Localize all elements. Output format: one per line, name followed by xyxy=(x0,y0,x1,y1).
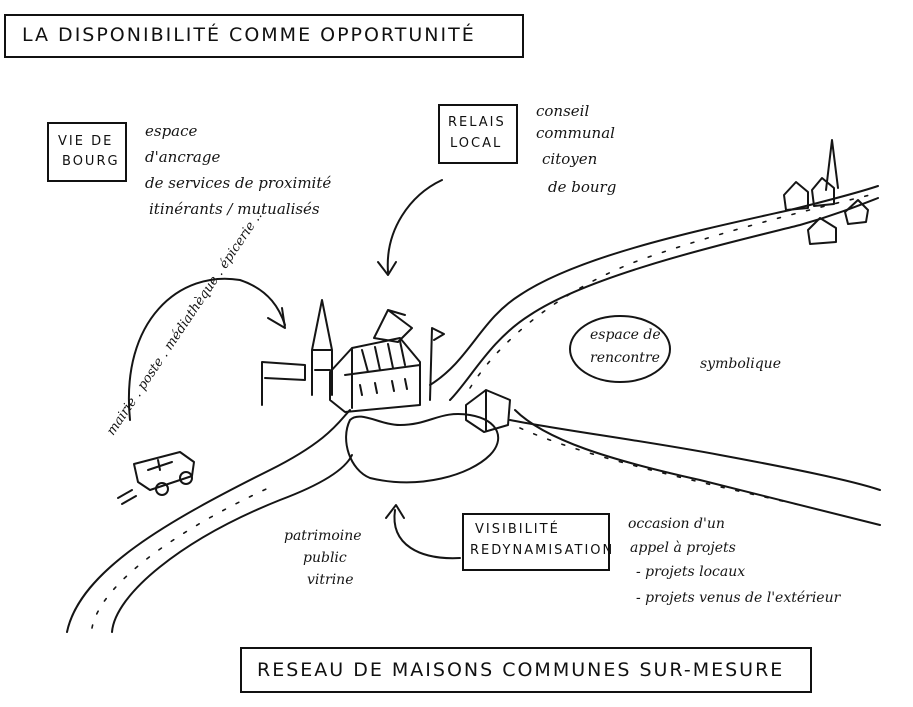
visibilite-note-line1: occasion d'un xyxy=(628,516,725,532)
footer-title: RESEAU DE MAISONS COMMUNES SUR-MESURE xyxy=(257,659,785,681)
relais-local-note-line2: communal xyxy=(536,124,615,142)
visibilite-arrow xyxy=(393,509,461,560)
town-hall xyxy=(329,337,421,413)
visibilite-note-line2: appel à projets xyxy=(630,540,736,556)
rencontre-side-note: symbolique xyxy=(700,356,781,372)
relais-local-note-line1: conseil xyxy=(536,102,590,120)
rencontre-line2: rencontre xyxy=(590,350,660,366)
rencontre-bubble xyxy=(569,315,671,383)
house-right xyxy=(465,389,511,433)
vie-de-bourg-label-line2: BOURG xyxy=(62,154,120,169)
vie-de-bourg-note-line2: d'ancrage xyxy=(145,148,221,166)
vie-de-bourg-note-line4: itinérants / mutualisés xyxy=(149,200,320,218)
patrimoine-line2: public xyxy=(303,550,347,566)
title-box xyxy=(4,14,524,58)
relais-local-label-line1: RELAIS xyxy=(448,115,506,130)
visibilite-box xyxy=(462,513,610,571)
road-center-dashes xyxy=(91,194,871,629)
house-top xyxy=(373,309,413,343)
vie-de-bourg-note-line1: espace xyxy=(145,122,198,140)
services-arc-arrow xyxy=(127,277,286,421)
patrimoine-line3: vitrine xyxy=(307,572,354,588)
relais-arrow xyxy=(386,179,443,273)
road-lower-edge xyxy=(111,197,881,633)
footer-box xyxy=(240,647,812,693)
visibilite-note-line4: - projets venus de l'extérieur xyxy=(636,590,841,606)
vie-de-bourg-box xyxy=(47,122,127,182)
rencontre-line1: espace de xyxy=(590,327,661,343)
relais-local-label-line2: LOCAL xyxy=(450,136,503,151)
vie-de-bourg-note-line3: de services de proximité xyxy=(145,174,332,192)
relais-local-note-line3: citoyen xyxy=(542,150,598,168)
church-spire xyxy=(311,299,333,396)
distant-village xyxy=(783,139,869,245)
flag-left xyxy=(261,361,306,406)
visibilite-label-line2: REDYNAMISATION xyxy=(470,543,615,558)
flag-right xyxy=(429,327,445,401)
vie-de-bourg-label-line1: VIE DE xyxy=(58,134,114,149)
relais-local-note-line4: de bourg xyxy=(548,178,617,196)
side-road xyxy=(509,419,881,491)
patrimoine-line1: patrimoine xyxy=(284,528,362,544)
diagram-title: LA DISPONIBILITÉ COMME OPPORTUNITÉ xyxy=(22,24,476,46)
village-plaza xyxy=(345,413,500,484)
relais-local-box xyxy=(438,104,518,164)
visibilite-label-line1: VISIBILITÉ xyxy=(475,522,560,537)
road-upper-edge xyxy=(66,185,879,633)
visibilite-note-line3: - projets locaux xyxy=(636,564,746,580)
